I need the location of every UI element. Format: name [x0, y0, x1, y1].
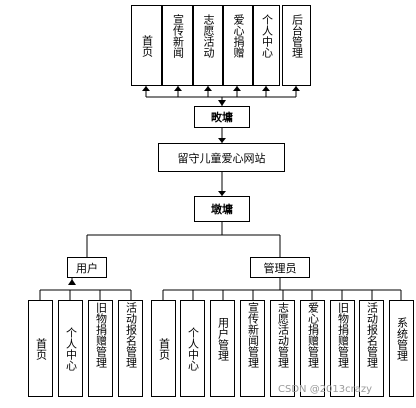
admin-group-box: 管理员: [250, 257, 310, 278]
user-module-label: 旧物捐赠管理: [94, 301, 108, 368]
top-module-volunteer: 志愿活动: [193, 5, 223, 86]
top-module-label: 宣传新闻: [171, 13, 185, 58]
watermark: CSDN @2013crazy: [278, 384, 373, 395]
top-module-admin: 后台管理: [282, 5, 311, 86]
back-end-label: 墩墉: [211, 203, 233, 216]
admin-module-users: 用户管理: [210, 300, 235, 397]
admin-module-label: 活动报名管理: [365, 301, 379, 368]
top-module-donation: 爱心捐赠: [223, 5, 253, 86]
admin-module-label: 用户管理: [216, 316, 230, 361]
admin-module-system: 系统管理: [389, 300, 414, 397]
top-module-label: 首页: [140, 34, 154, 57]
user-module-label: 个人中心: [64, 326, 78, 371]
front-end-label: 畋墉: [211, 111, 233, 124]
system-title-box: 留守儿童爱心网站: [158, 143, 285, 172]
admin-module-profile: 个人中心: [180, 300, 205, 397]
admin-module-label: 宣传新闻管理: [246, 301, 260, 368]
admin-module-news: 宣传新闻管理: [240, 300, 265, 397]
admin-module-donation: 爱心捐赠管理: [300, 300, 325, 397]
front-end-box: 畋墉: [194, 106, 250, 128]
admin-module-label: 旧物捐赠管理: [336, 301, 350, 368]
admin-module-home: 首页: [151, 300, 176, 397]
user-group-box: 用户: [67, 257, 107, 278]
top-module-news: 宣传新闻: [162, 5, 193, 86]
user-module-old-goods: 旧物捐赠管理: [88, 300, 113, 397]
admin-module-label: 系统管理: [395, 316, 409, 361]
top-module-label: 爱心捐赠: [232, 13, 245, 58]
admin-module-old-goods: 旧物捐赠管理: [330, 300, 355, 397]
admin-module-signup: 活动报名管理: [359, 300, 384, 397]
user-group-label: 用户: [76, 261, 98, 275]
user-module-home: 首页: [28, 300, 53, 397]
admin-module-label: 个人中心: [186, 326, 200, 371]
admin-group-label: 管理员: [263, 261, 297, 275]
back-end-box: 墩墉: [194, 196, 250, 222]
top-module-label: 个人中心: [260, 13, 274, 58]
top-module-label: 志愿活动: [202, 13, 215, 58]
system-title: 留守儿童爱心网站: [177, 151, 266, 165]
user-module-signup: 活动报名管理: [118, 300, 143, 397]
admin-module-volunteer: 志愿活动管理: [270, 300, 295, 397]
top-module-profile: 个人中心: [253, 5, 280, 86]
admin-module-label: 首页: [157, 337, 171, 360]
top-module-label: 后台管理: [290, 13, 304, 58]
user-module-label: 活动报名管理: [124, 301, 138, 368]
user-module-profile: 个人中心: [58, 300, 83, 397]
user-module-label: 首页: [34, 337, 48, 360]
admin-module-label: 爱心捐赠管理: [306, 301, 320, 368]
top-module-home: 首页: [131, 5, 162, 86]
admin-module-label: 志愿活动管理: [276, 301, 290, 368]
